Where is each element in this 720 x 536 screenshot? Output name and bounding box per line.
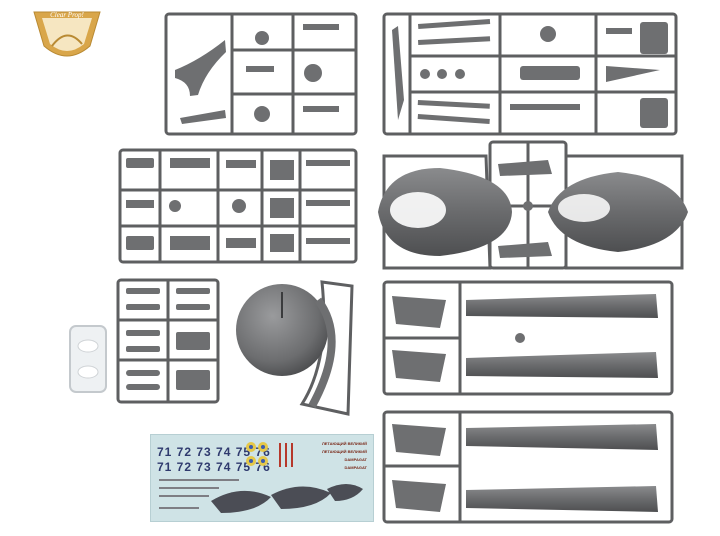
sprue-c-parts: [126, 158, 350, 252]
sprue-e-parts: [126, 288, 210, 390]
sprue-g-parts: [392, 424, 658, 512]
sprue-frame-g: [382, 410, 674, 524]
brand-logo: Clear Prop!: [33, 11, 101, 57]
fuselage-half-right: [548, 172, 688, 252]
decal-label: ЛЕТАЮЩИЙ ВЕЛИКИЙ: [321, 441, 367, 446]
clear-canopy-sprue: [69, 325, 107, 393]
sprue-frame-c: [118, 148, 358, 264]
decal-numbers-row-1: 71 72 73 74 75 76: [157, 445, 271, 459]
logo-text: Clear Prop!: [50, 11, 84, 19]
decal-label: ЛЕТАЮЩИЙ ВЕЛИКИЙ: [321, 449, 367, 454]
decal-label: DAMPAGAT: [344, 457, 367, 462]
sprue-frame-a: [164, 12, 358, 136]
fuselage-half-left: [378, 168, 512, 256]
sprue-frame-b: [382, 12, 678, 136]
sprue-a-parts: [175, 24, 339, 124]
sprue-frame-f: [382, 280, 674, 396]
sprue-frame-e: [116, 278, 220, 404]
sprue-f-parts: [392, 294, 658, 382]
decal-numbers-row-2: 71 72 73 74 75 76: [157, 460, 271, 474]
decal-sheet: 71 72 73 74 75 76 71 72 73 74 75 76 ЛЕТА…: [150, 434, 374, 522]
sprue-b-parts: [392, 18, 668, 128]
decal-label: DAMPAGAT: [344, 465, 367, 470]
dome-sprue: [236, 280, 354, 416]
intake-parts: [498, 160, 552, 258]
decal-graphics: [159, 442, 363, 513]
